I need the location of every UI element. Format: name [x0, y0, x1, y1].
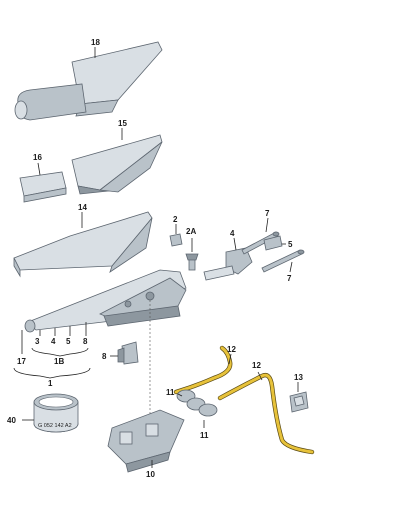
leader-4 [233, 237, 237, 251]
label-16: 16 [33, 153, 42, 162]
leader-12a [228, 353, 232, 365]
brace-1b [31, 347, 89, 357]
leader-7-top [265, 217, 269, 233]
label-8: 8 [102, 352, 107, 361]
ring-part-number: G 052 142 A2 [38, 423, 72, 429]
part-14-cover-plate [13, 211, 153, 278]
label-5-group: 5 [66, 337, 71, 346]
label-4-group: 4 [51, 337, 56, 346]
part-13-clip [289, 391, 309, 413]
part-7-screw-bottom [261, 249, 305, 273]
label-15: 15 [118, 119, 127, 128]
part-2-nut [169, 233, 183, 247]
leader-11a [177, 393, 183, 397]
label-3: 3 [35, 337, 40, 346]
label-5: 5 [288, 240, 293, 249]
label-10: 10 [146, 470, 155, 479]
label-12-a: 12 [227, 345, 236, 354]
leader-12b [257, 371, 263, 381]
label-17: 17 [17, 357, 26, 366]
label-13: 13 [294, 373, 303, 382]
label-40: 40 [7, 416, 16, 425]
part-12-cable-a [173, 345, 233, 395]
label-18: 18 [91, 38, 100, 47]
label-11-b: 11 [200, 431, 209, 440]
part-10-base-bracket [107, 409, 185, 473]
part-11-caps [176, 389, 218, 417]
handbrake-lever [24, 269, 187, 333]
leader-16 [37, 162, 41, 176]
part-4-bracket [203, 247, 253, 281]
brace-1 [13, 367, 91, 379]
part-16-cap [19, 171, 67, 203]
label-7-top: 7 [265, 209, 270, 218]
label-7-bottom: 7 [287, 274, 292, 283]
part-40-ring: G 052 142 A2 [33, 393, 79, 433]
label-2: 2 [173, 215, 178, 224]
label-12-b: 12 [252, 361, 261, 370]
part-7-screw-top [241, 231, 280, 255]
label-14: 14 [78, 203, 87, 212]
part-12-cable-b [217, 372, 315, 455]
part-8-bracket [117, 341, 139, 365]
part-2a-bolt [185, 253, 199, 271]
label-2a: 2A [186, 227, 196, 236]
part-15-boot [71, 134, 163, 195]
part-5-clip [263, 235, 283, 251]
leader-7-bottom [289, 261, 293, 273]
label-4: 4 [230, 229, 235, 238]
label-11-a: 11 [166, 388, 175, 397]
label-8-group: 8 [83, 337, 88, 346]
part-18-handle-cover [14, 41, 163, 121]
label-1: 1 [48, 379, 53, 388]
label-1b: 1B [54, 357, 64, 366]
